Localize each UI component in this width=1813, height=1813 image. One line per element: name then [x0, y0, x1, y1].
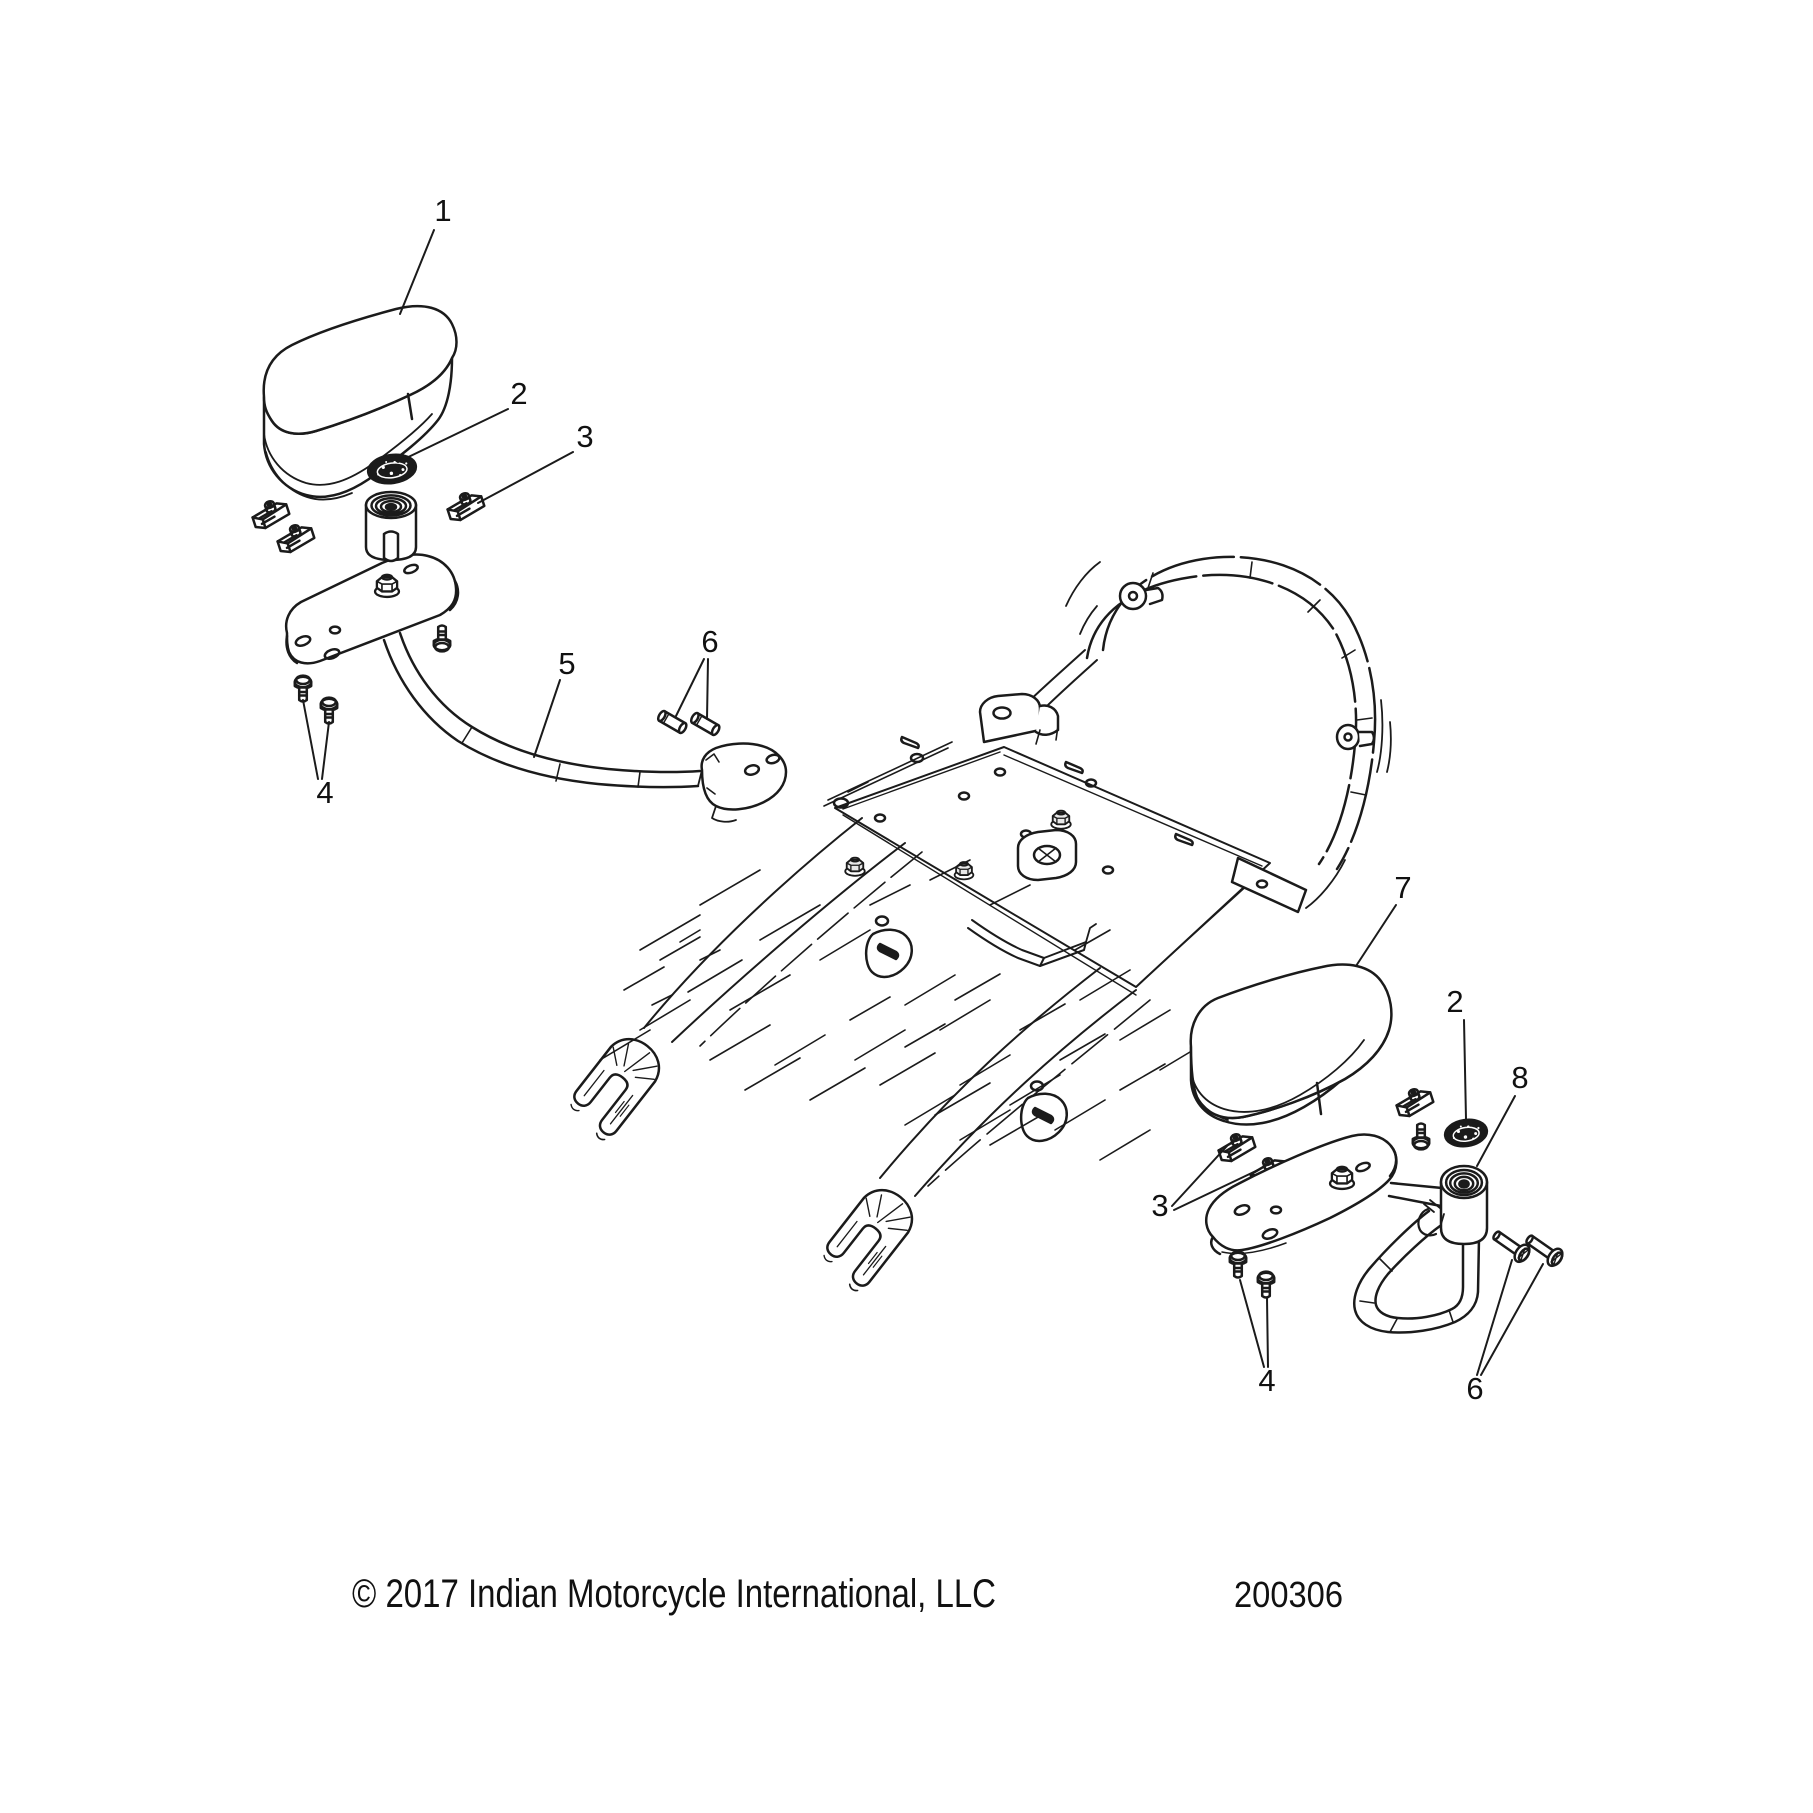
svg-text:200306: 200306	[1234, 1574, 1343, 1615]
svg-text:4: 4	[316, 775, 333, 810]
svg-text:2: 2	[1446, 984, 1463, 1019]
svg-text:1: 1	[434, 193, 451, 228]
svg-text:© 2017 Indian Motorcycle Inter: © 2017 Indian Motorcycle International, …	[352, 1572, 996, 1616]
svg-text:5: 5	[558, 646, 575, 681]
svg-text:4: 4	[1258, 1363, 1275, 1398]
svg-text:8: 8	[1511, 1060, 1528, 1095]
svg-text:6: 6	[701, 624, 718, 659]
svg-text:3: 3	[576, 419, 593, 454]
svg-text:6: 6	[1466, 1371, 1483, 1406]
svg-text:2: 2	[510, 376, 527, 411]
svg-text:7: 7	[1394, 870, 1411, 905]
svg-text:3: 3	[1151, 1188, 1168, 1223]
